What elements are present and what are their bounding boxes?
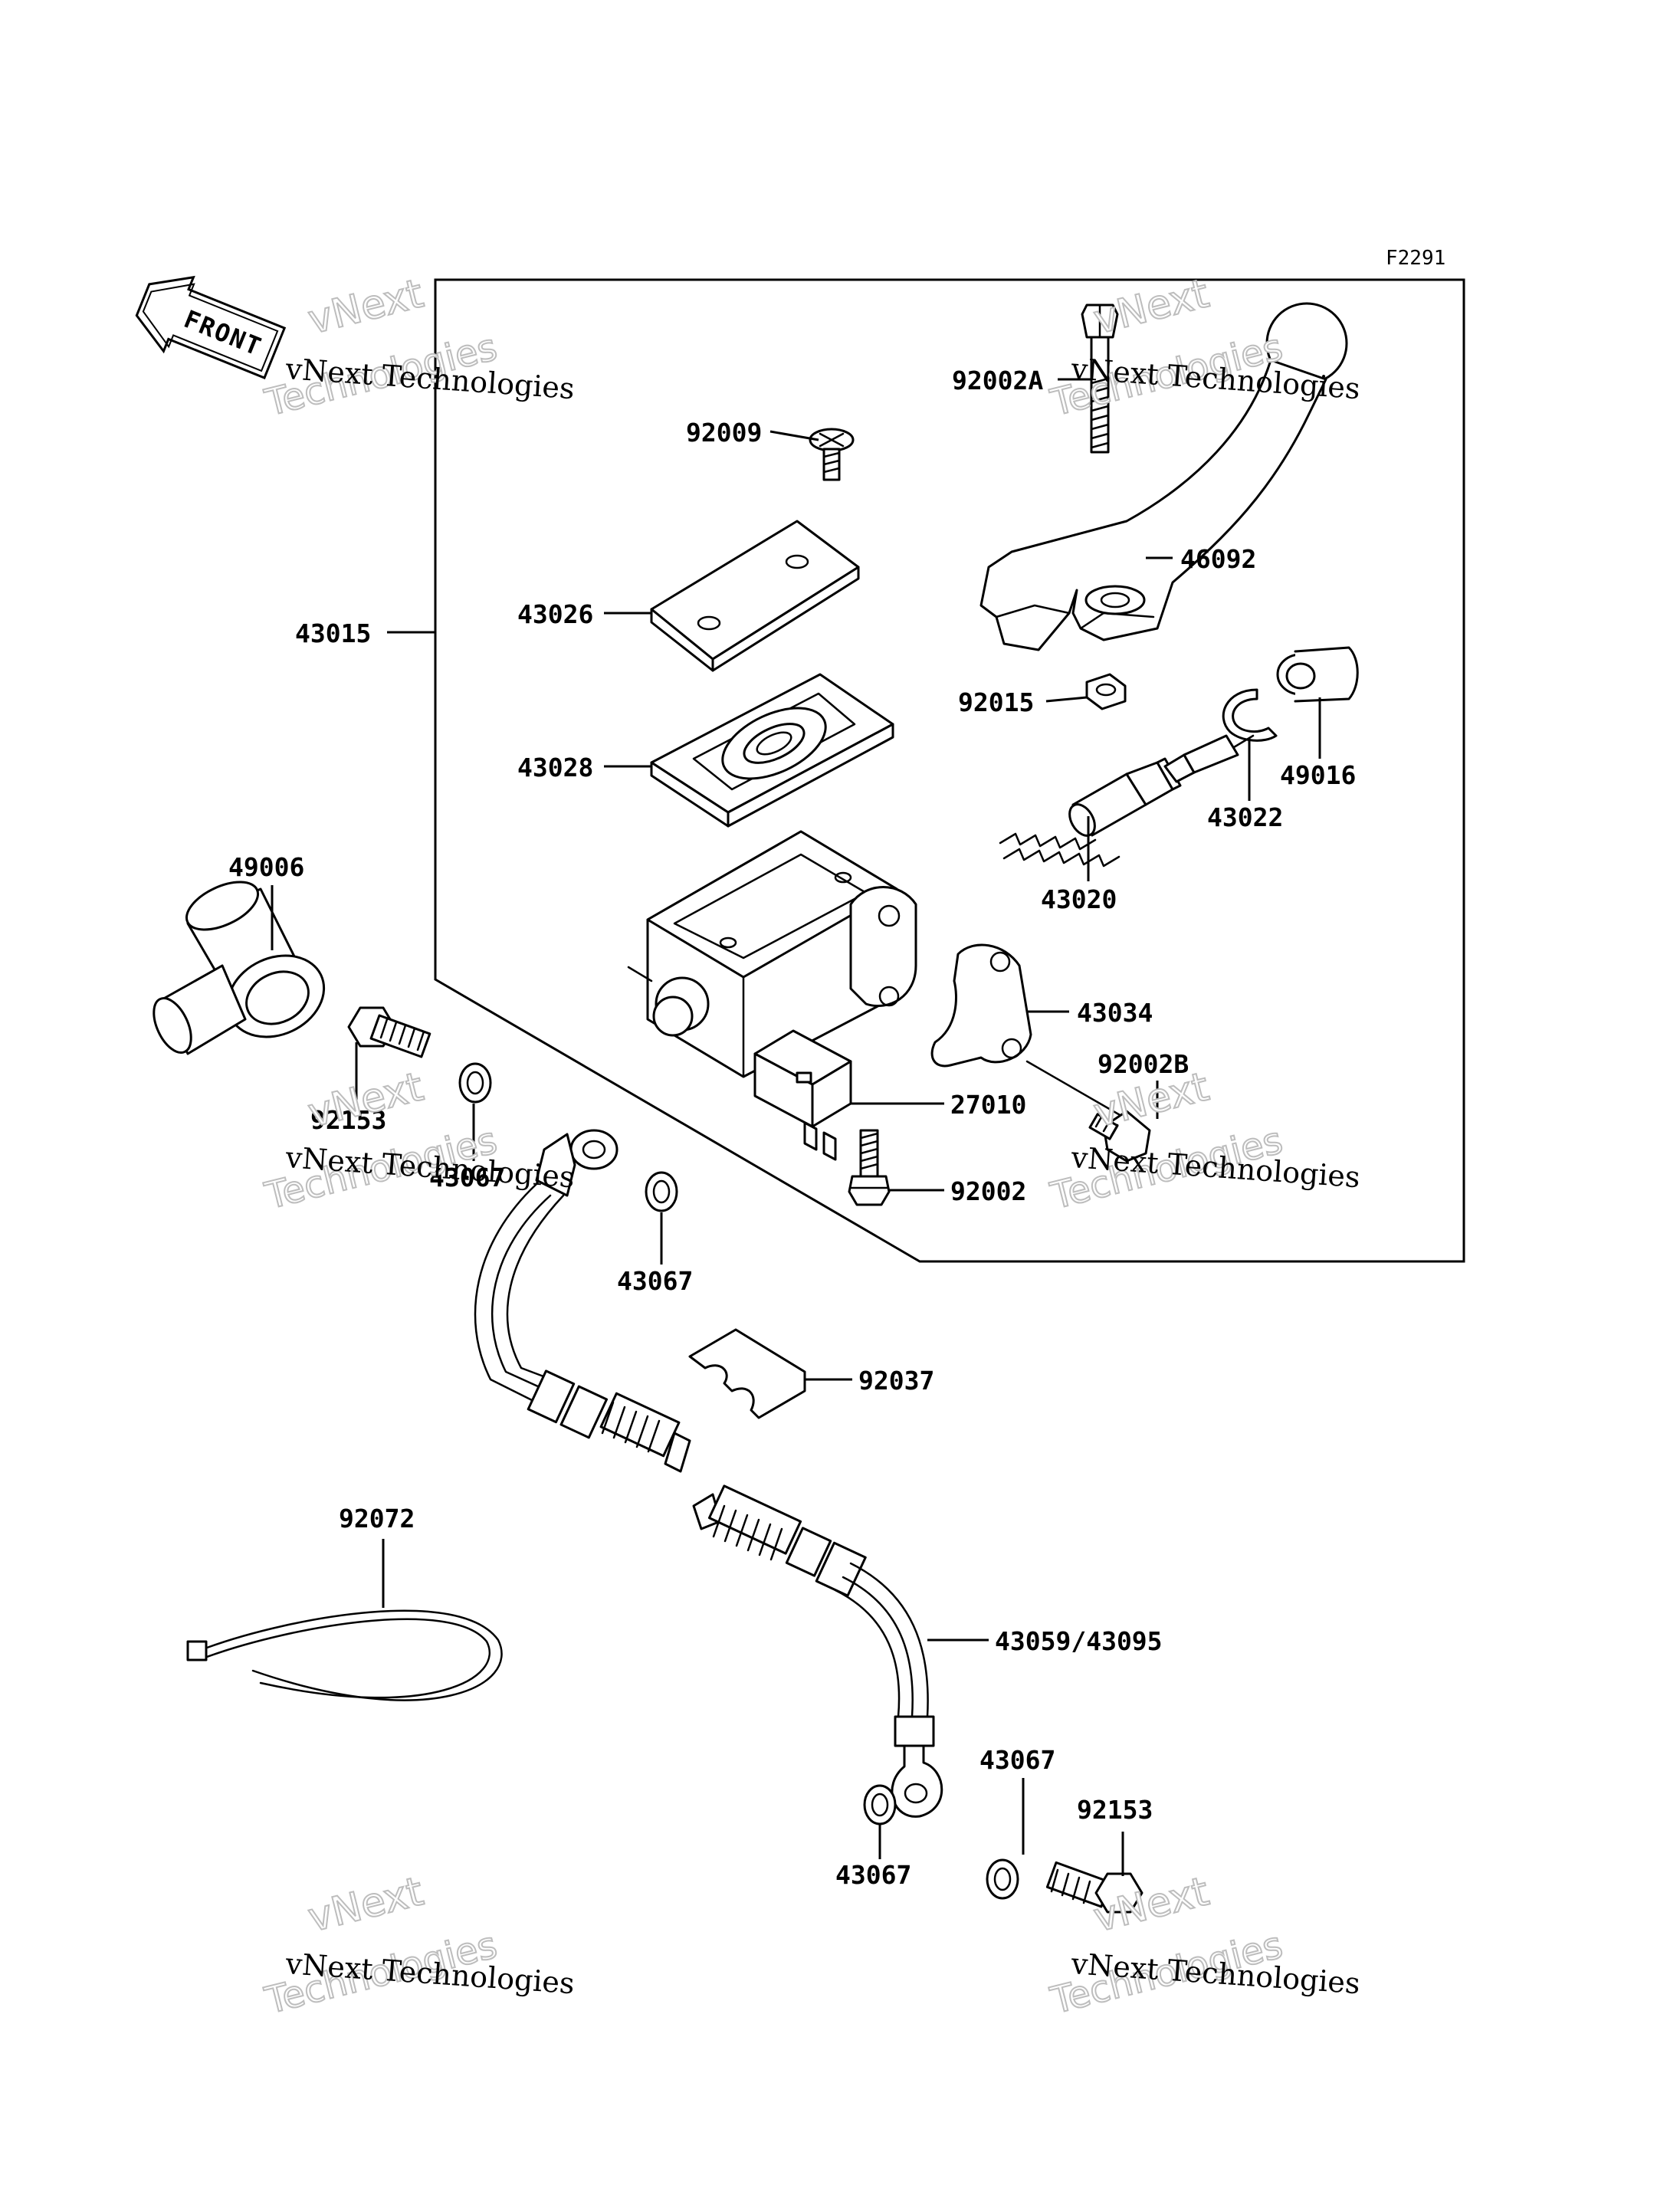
svg-text:vNext: vNext [304,271,428,343]
lever-46092-drawing [979,302,1348,651]
bolt-92002a-drawing [1081,303,1119,454]
washer-43067-upper-drawing [645,1171,678,1212]
part-label-92002a: 92002A [952,366,1043,395]
screw-92009-drawing [809,428,855,481]
part-label-92153-upper: 92153 [310,1105,386,1135]
part-label-43022: 43022 [1207,802,1283,832]
master-cylinder-body-drawing [627,830,917,1078]
figure-code: F2291 [1386,247,1445,270]
bolt-92002-drawing [848,1129,891,1206]
zip-tie-92072-drawing [186,1609,503,1701]
part-label-43067-lower-right: 43067 [979,1745,1055,1775]
leader-lines [271,378,1321,1876]
watermark-bottom-left: vNext Technologies [260,1868,502,2023]
part-label-92037: 92037 [858,1366,934,1396]
front-arrow-icon: FRONT [135,275,287,379]
cap-43026-drawing [650,520,860,672]
part-label-43020: 43020 [1041,884,1117,914]
part-label-43028: 43028 [517,753,593,782]
boot-49016-drawing [1276,646,1359,703]
clamp-43034-drawing [930,943,1032,1068]
watermark-middle-right: vNext Technologies [1045,1063,1288,1219]
part-label-92002b: 92002B [1098,1049,1189,1079]
part-label-washer-upper-left: 43067 [429,1163,505,1192]
part-label-46092: 46092 [1180,544,1256,574]
watermark-top-left: vNext Technologies [260,270,502,425]
washer-43067-lower-left-drawing [863,1784,897,1825]
part-label-92002: 92002 [950,1176,1026,1206]
part-label-92009: 92009 [686,418,762,448]
washer-43067-lower-right-drawing [986,1858,1019,1900]
switch-27010-drawing [753,1029,852,1161]
banjo-bolt-92153-upper-drawing [347,1006,431,1058]
part-label-43067-upper: 43067 [617,1266,693,1296]
part-label-43067-lower-left: 43067 [835,1860,911,1890]
bolt-92002b-drawing [1025,1060,1151,1163]
brake-hose-upper-drawing [474,1129,691,1473]
boot-49006-drawing [153,881,326,1055]
assembly-outline [434,278,1465,1263]
banjo-bolt-92153-lower-drawing [1045,1861,1144,1914]
watermark-top-right: vNext Technologies [1045,270,1288,425]
brake-hose-lower-drawing [692,1484,943,1818]
part-label-43015: 43015 [295,618,371,648]
part-label-49006: 49006 [228,852,304,882]
diaphragm-43028-drawing [650,673,894,828]
part-label-49016: 49016 [1280,760,1356,790]
part-label-27010: 27010 [950,1090,1026,1120]
washer-upper-left-drawing [458,1062,492,1104]
part-label-92015: 92015 [958,687,1034,717]
clip-92037-drawing [688,1328,806,1419]
part-label-92153-lower: 92153 [1077,1795,1153,1825]
part-label-43034: 43034 [1077,998,1153,1028]
piston-43020-drawing [999,734,1255,868]
circlip-43022-drawing [1222,688,1278,742]
nut-92015-drawing [1085,673,1127,710]
part-label-92072: 92072 [339,1504,415,1533]
svg-text:vNext: vNext [304,1868,428,1941]
part-label-43059-43095: 43059/43095 [995,1626,1163,1656]
svg-text:vNext: vNext [1089,271,1213,343]
part-label-43026: 43026 [517,599,593,629]
